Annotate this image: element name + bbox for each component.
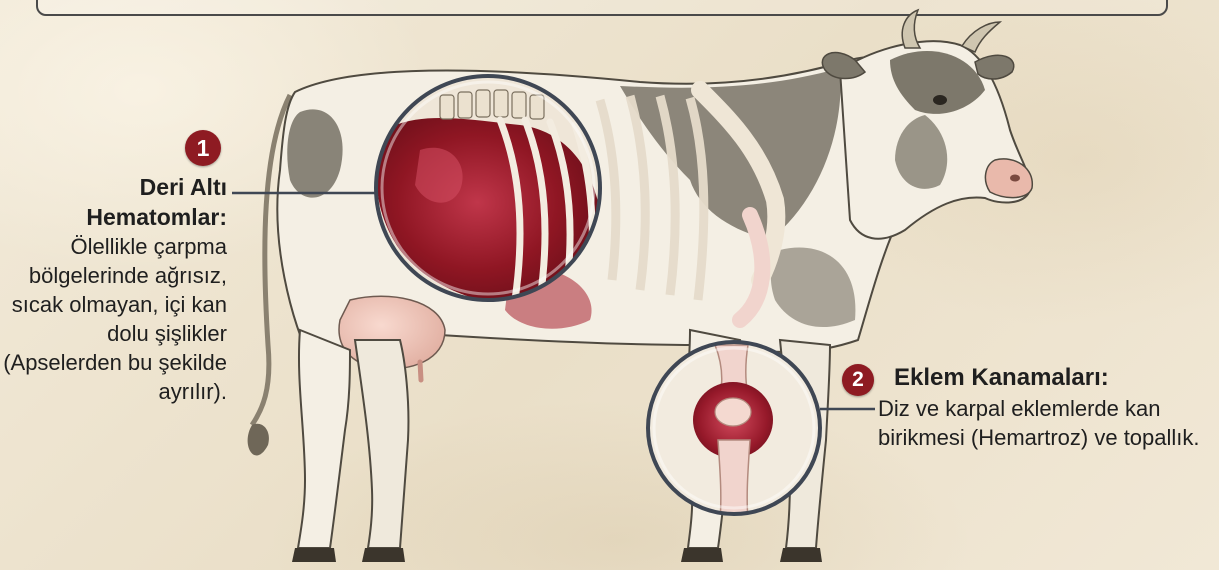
callout-1-annotation: Deri Altı Hematomlar: Ölellikle çarpma b… — [0, 172, 227, 406]
callout-1-body: Ölellikle çarpma bölgelerinde ağrısız, s… — [0, 232, 227, 406]
cow-body — [248, 10, 1033, 562]
callout-1-number: 1 — [197, 135, 210, 162]
callout-2-annotation: Eklem Kanamaları: Diz ve karpal eklemler… — [878, 362, 1218, 452]
callout-1-number-badge: 1 — [185, 130, 221, 166]
callout-2-title: Eklem Kanamaları: — [894, 362, 1218, 394]
callout-1-title: Deri Altı Hematomlar: — [0, 172, 227, 232]
callout-2-number-badge: 2 — [842, 364, 874, 396]
callout-2-number: 2 — [852, 368, 864, 392]
callout-2-body: Diz ve karpal eklemlerde kan birikmesi (… — [878, 394, 1218, 452]
